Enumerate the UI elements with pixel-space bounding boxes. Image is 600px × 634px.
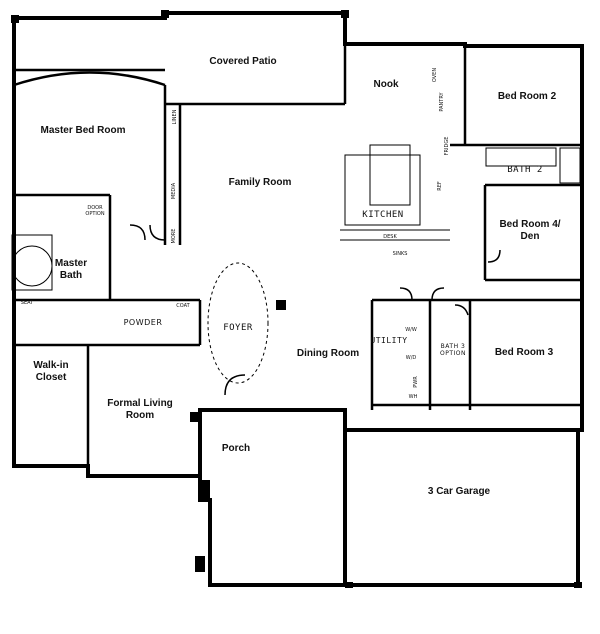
bath-2-label: BATH 2 bbox=[507, 165, 543, 175]
ref-label: REF bbox=[437, 181, 443, 191]
oven-label: OVEN bbox=[432, 67, 438, 83]
pantry-label: PANTRY bbox=[439, 92, 445, 112]
formal-living-room-label: Formal Living Room bbox=[107, 398, 173, 421]
wd-label: W/D bbox=[405, 355, 417, 361]
interior-walls bbox=[13, 44, 582, 476]
fixtures bbox=[11, 144, 581, 291]
sinks-label: SINKS bbox=[392, 251, 408, 257]
fridge-label: FRIDGE bbox=[444, 136, 450, 156]
bed-room-2-label: Bed Room 2 bbox=[497, 91, 557, 102]
bed-room-3-label: Bed Room 3 bbox=[494, 347, 554, 358]
garage-label: 3 Car Garage bbox=[427, 486, 491, 497]
coat-label: COAT bbox=[176, 303, 190, 309]
pwr-label: PWR bbox=[413, 376, 419, 388]
foyer-outline bbox=[207, 262, 269, 384]
dining-room-label: Dining Room bbox=[296, 348, 360, 359]
desk-label: DESK bbox=[383, 234, 397, 240]
bed-room-4-den-label: Bed Room 4/ Den bbox=[499, 219, 561, 242]
walk-in-closet-label: Walk-in Closet bbox=[33, 360, 69, 383]
utility-label: UTILITY bbox=[370, 336, 408, 345]
more-label: MORE bbox=[171, 228, 177, 244]
kitchen-label: KITCHEN bbox=[362, 210, 404, 220]
master-bath-label: Master Bath bbox=[54, 258, 88, 281]
linen-label: LINEN bbox=[172, 109, 178, 125]
covered-patio-label: Covered Patio bbox=[209, 56, 277, 67]
porch-label: Porch bbox=[221, 443, 251, 454]
master-bed-room-label: Master Bed Room bbox=[40, 125, 126, 136]
powder-label: POWDER bbox=[123, 318, 163, 327]
door-option-label: DOOR OPTION bbox=[85, 205, 105, 217]
media-label: MEDIA bbox=[171, 182, 177, 200]
door-swings bbox=[129, 224, 501, 396]
bath-3-option-label: BATH 3 OPTION bbox=[440, 343, 466, 357]
wh-label: WH bbox=[408, 394, 418, 400]
family-room-label: Family Room bbox=[228, 177, 292, 188]
foyer-label: FOYER bbox=[223, 323, 253, 333]
ww-label: W/W bbox=[405, 327, 417, 333]
seat-label: SEAT bbox=[20, 300, 34, 306]
nook-label: Nook bbox=[373, 79, 399, 90]
wall-posts bbox=[11, 10, 582, 588]
